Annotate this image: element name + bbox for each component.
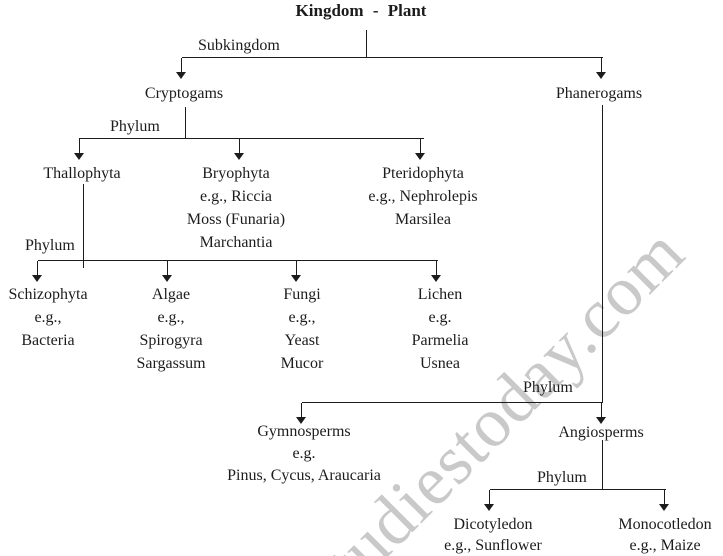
node-bryophyta-example: Moss (Funaria) (186, 211, 286, 228)
arrow-head-icon (162, 275, 172, 282)
connector-title-stem (366, 30, 367, 57)
node-fungi-name: Fungi (283, 286, 321, 303)
connector-phanerogams-stem (602, 105, 603, 402)
arrow-head-icon (415, 153, 425, 160)
arrow-stem (420, 139, 421, 154)
node-lichen-example: Parmelia (411, 332, 469, 349)
node-lichen-example: Usnea (420, 355, 460, 372)
node-pteridophyta-example: Marsilea (395, 211, 451, 228)
node-lichen: Lichen e.g. Parmelia Usnea (412, 283, 469, 375)
node-phanerogams: Phanerogams (555, 85, 643, 102)
arrow-to-algae (162, 261, 174, 282)
edge-label-phylum-2: Phylum (25, 237, 75, 254)
node-gymnosperms-example: e.g. (292, 445, 316, 462)
node-pteridophyta-name: Pteridophyta (382, 165, 464, 182)
arrow-stem (37, 261, 38, 276)
arrow-to-fungi (291, 261, 303, 282)
arrow-to-dicotyledon (484, 490, 496, 511)
node-angiosperms: Angiosperms (558, 424, 644, 441)
node-algae: Algae e.g., Spirogyra Sargassum (136, 283, 205, 375)
edge-label-phylum-4: Phylum (537, 469, 587, 486)
node-fungi-example: e.g., (288, 309, 316, 326)
arrow-head-icon (296, 417, 306, 424)
arrow-head-icon (291, 275, 301, 282)
node-bryophyta: Bryophyta e.g., Riccia Moss (Funaria) Ma… (187, 162, 285, 254)
node-monocotyledon: Monocotledon e.g., Maize (618, 514, 711, 556)
edge-label-subkingdom: Subkingdom (198, 37, 280, 54)
node-thallophyta: Thallophyta (43, 165, 121, 182)
arrow-head-icon (596, 72, 606, 79)
arrow-stem (167, 261, 168, 276)
node-algae-example: e.g., (157, 309, 185, 326)
edge-label-phylum-1: Phylum (110, 118, 160, 135)
arrow-stem (436, 261, 437, 276)
arrow-stem (181, 58, 182, 73)
node-fungi: Fungi e.g., Yeast Mucor (281, 283, 324, 375)
connector-thallophyta-stem (83, 184, 84, 268)
connector-thallophyta-bar (38, 260, 438, 261)
node-algae-example: Spirogyra (139, 332, 203, 349)
arrow-head-icon (234, 153, 244, 160)
arrow-to-schizophyta (32, 261, 44, 282)
connector-angiosperms-stem (602, 440, 603, 489)
node-dicotyledon: Dicotyledon e.g., Sunflower (444, 514, 542, 556)
edge-label-phylum-3: Phylum (523, 379, 573, 396)
arrow-to-monocotyledon (659, 490, 671, 511)
arrow-head-icon (659, 504, 669, 511)
node-fungi-example: Yeast (284, 332, 320, 349)
arrow-stem (239, 139, 240, 154)
arrow-to-pteridophyta (415, 139, 427, 160)
node-lichen-example: e.g. (428, 309, 452, 326)
node-fungi-example: Mucor (280, 355, 324, 372)
arrow-head-icon (484, 504, 494, 511)
node-bryophyta-example: e.g., Riccia (200, 188, 272, 205)
node-cryptogams: Cryptogams (144, 85, 224, 102)
node-bryophyta-example: Marchantia (199, 234, 273, 251)
node-dicotyledon-name: Dicotyledon (453, 516, 533, 533)
arrow-head-icon (431, 275, 441, 282)
node-gymnosperms-name: Gymnosperms (257, 423, 351, 440)
connector-angiosperms-bar (490, 489, 666, 490)
arrow-to-gymnosperms (296, 403, 308, 424)
arrow-to-lichen (431, 261, 443, 282)
node-schizophyta-example: e.g., (34, 309, 62, 326)
page-title: Kingdom - Plant (295, 1, 427, 20)
connector-cryptogams-stem (185, 107, 186, 138)
arrow-head-icon (32, 275, 42, 282)
arrow-head-icon (74, 153, 84, 160)
arrow-stem (301, 403, 302, 418)
arrow-stem (489, 490, 490, 505)
node-monocotyledon-example: e.g., Maize (629, 537, 701, 554)
arrow-to-phanerogams (596, 58, 608, 79)
node-schizophyta-example: Bacteria (21, 332, 75, 349)
node-schizophyta: Schizophyta e.g., Bacteria (8, 283, 87, 352)
node-pteridophyta: Pteridophyta e.g., Nephrolepis Marsilea (368, 162, 477, 231)
arrow-to-cryptogams (176, 58, 188, 79)
node-bryophyta-name: Bryophyta (202, 165, 270, 182)
arrow-stem (79, 139, 80, 154)
arrow-stem (601, 58, 602, 73)
arrow-stem (601, 403, 602, 418)
connector-cryptogams-bar (79, 138, 424, 139)
node-dicotyledon-example: e.g., Sunflower (444, 537, 542, 554)
arrow-stem (296, 261, 297, 276)
arrow-to-thallophyta (74, 139, 86, 160)
arrow-head-icon (596, 417, 606, 424)
arrow-to-bryophyta (234, 139, 246, 160)
node-schizophyta-name: Schizophyta (8, 286, 88, 303)
node-pteridophyta-example: e.g., Nephrolepis (368, 188, 478, 205)
node-lichen-name: Lichen (417, 286, 463, 303)
connector-subkingdom-bar (182, 57, 603, 58)
connector-phanerogams-bar (302, 402, 603, 403)
node-algae-name: Algae (151, 286, 191, 303)
arrow-to-angiosperms (596, 403, 608, 424)
node-gymnosperms-example: Pinus, Cycus, Araucaria (227, 467, 381, 484)
arrow-stem (664, 490, 665, 505)
node-monocotyledon-name: Monocotledon (618, 516, 712, 533)
node-gymnosperms: Gymnosperms e.g. Pinus, Cycus, Araucaria (227, 421, 381, 487)
node-algae-example: Sargassum (136, 355, 206, 372)
arrow-head-icon (176, 72, 186, 79)
